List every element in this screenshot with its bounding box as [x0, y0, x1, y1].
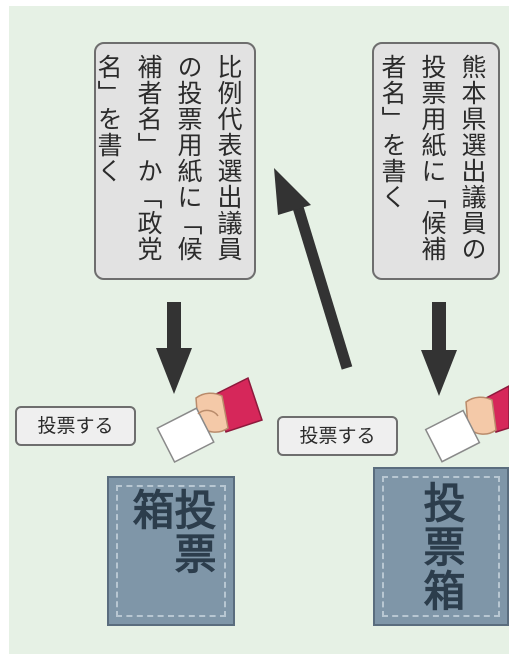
vote-label-left: 投票する: [15, 406, 136, 446]
vote-label-left-text: 投票する: [37, 415, 114, 437]
vote-label-right: 投票する: [277, 416, 398, 456]
kumamoto-ballot-instruction-text: 熊本県選出議員の投票用紙に「候補者名」を書く: [378, 54, 487, 262]
proportional-ballot-instruction-text: 比例代表選出議員の投票用紙に「候補者名」か「政党名」を書く: [94, 54, 243, 262]
kumamoto-ballot-instruction: 熊本県選出議員の投票用紙に「候補者名」を書く: [372, 42, 500, 280]
ballot-box-left-label: 投票箱: [126, 488, 217, 576]
ballot-box-right: 投票箱: [373, 467, 509, 626]
proportional-ballot-instruction: 比例代表選出議員の投票用紙に「候補者名」か「政党名」を書く: [94, 42, 256, 280]
ballot-box-left: 投票箱: [107, 476, 235, 626]
vote-label-right-text: 投票する: [299, 425, 376, 447]
ballot-box-right-label: 投票箱: [417, 480, 466, 613]
